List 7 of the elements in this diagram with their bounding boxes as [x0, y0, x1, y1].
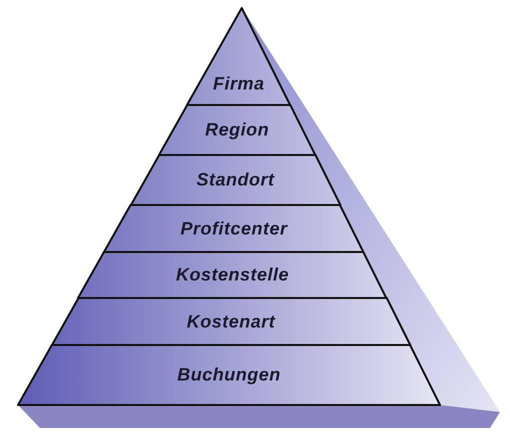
level-label: Profitcenter	[180, 218, 288, 239]
level-label: Region	[205, 120, 270, 140]
level-label: Kostenstelle	[176, 264, 289, 286]
level-label: Firma	[213, 73, 265, 94]
level-label: Kostenart	[186, 311, 276, 332]
level-label: Standort	[196, 170, 275, 190]
level-label: Buchungen	[177, 364, 281, 386]
